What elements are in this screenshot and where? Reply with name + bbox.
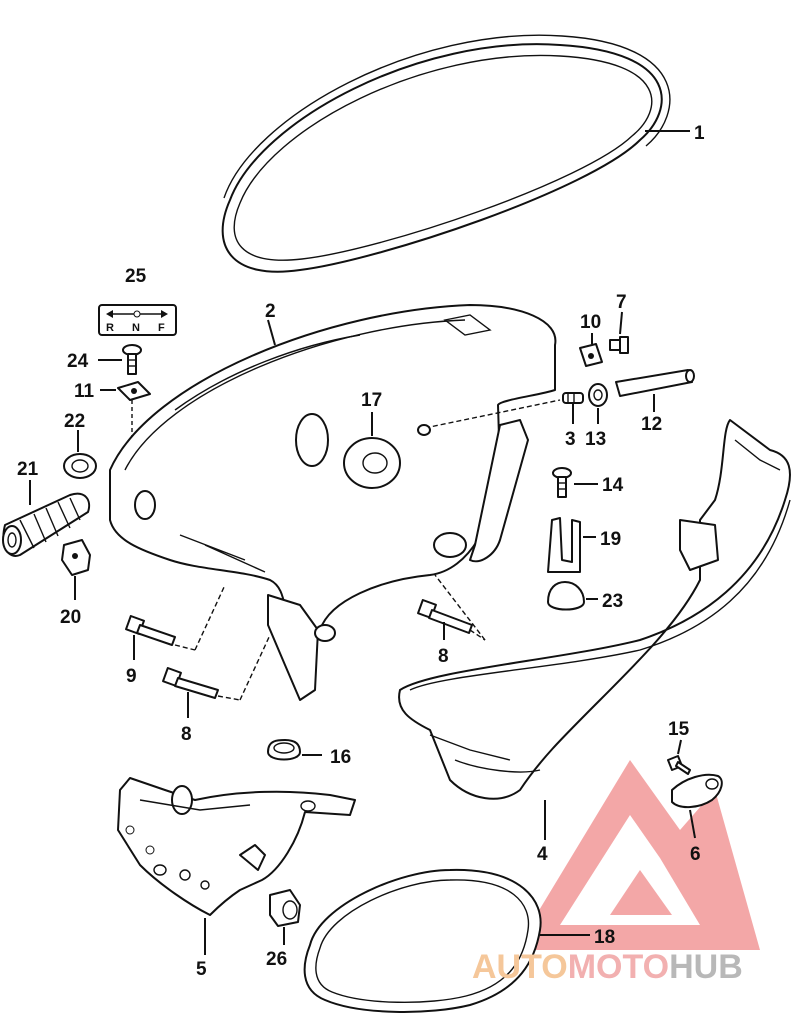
watermark-logo — [515, 760, 760, 950]
part-12-rod — [615, 369, 695, 397]
part-15-screw — [667, 755, 691, 775]
part-1-top-seal — [221, 34, 671, 273]
callout-21: 21 — [17, 459, 39, 480]
callout-11: 11 — [74, 381, 95, 402]
callout-16: 16 — [330, 747, 351, 768]
part-18-bottom-seal — [303, 868, 542, 1013]
callout-7: 7 — [616, 292, 627, 313]
part-9-bolt — [125, 615, 176, 646]
callout-6: 6 — [690, 844, 701, 865]
callout-12: 12 — [641, 414, 662, 435]
watermark-auto: AUTO — [472, 948, 568, 986]
callout-17: 17 — [361, 390, 382, 411]
part-22-grommet — [63, 453, 97, 479]
part-8-bolt-right — [417, 599, 473, 634]
part-3-collar — [562, 392, 584, 404]
callout-23: 23 — [602, 591, 623, 612]
callout-18: 18 — [594, 927, 615, 948]
part-19-bracket — [547, 517, 581, 573]
decal-n-label: N — [132, 322, 140, 334]
part-20-plug — [61, 539, 91, 576]
part-17-grommet — [343, 437, 401, 489]
part-25-shift-decal: R N F — [98, 304, 177, 336]
part-7-bolt — [609, 336, 629, 354]
watermark-triangle-inner — [560, 815, 700, 925]
part-10-clip — [579, 343, 603, 367]
callout-25: 25 — [125, 266, 147, 287]
decal-r-label: R — [106, 322, 114, 334]
callout-26: 26 — [266, 949, 287, 970]
callout-19: 19 — [600, 529, 621, 550]
callout-1: 1 — [694, 123, 705, 144]
part-small-washer — [417, 424, 431, 436]
callout-14: 14 — [602, 475, 624, 496]
callout-4: 4 — [537, 844, 548, 865]
part-13-retainer — [588, 383, 608, 407]
callout-9: 9 — [126, 666, 137, 687]
callout-24: 24 — [67, 351, 89, 372]
decal-f-label: F — [158, 322, 165, 334]
callout-10: 10 — [580, 312, 601, 333]
watermark-hub: HUB — [669, 948, 743, 986]
callout-8-right: 8 — [438, 646, 449, 667]
part-5-lower-bracket — [117, 777, 356, 916]
callout-3: 3 — [565, 429, 576, 450]
watermark-triangle-core — [610, 870, 672, 915]
part-6-handle — [671, 773, 723, 808]
part-16-grommet — [267, 739, 301, 761]
part-4-right-side-cover — [398, 419, 791, 800]
callout-20: 20 — [60, 607, 81, 628]
part-2-left-side-cover — [109, 304, 557, 701]
part-26-grommet — [269, 889, 301, 927]
part-23-rubber-cap — [547, 581, 585, 611]
part-11-clip-nut — [117, 381, 151, 401]
part-14-screw — [552, 467, 572, 498]
part-24-screw — [122, 344, 142, 375]
watermark-moto: MOTO — [568, 948, 669, 986]
callout-13: 13 — [585, 429, 606, 450]
callout-22: 22 — [64, 411, 85, 432]
part-21-rubber-boot — [2, 492, 90, 557]
callout-15: 15 — [668, 719, 690, 740]
callout-2: 2 — [265, 301, 276, 322]
callout-5: 5 — [196, 959, 207, 980]
callout-8-left: 8 — [181, 724, 192, 745]
part-8-bolt-left — [162, 667, 219, 699]
watermark-text: AUTOMOTOHUB — [472, 948, 743, 986]
